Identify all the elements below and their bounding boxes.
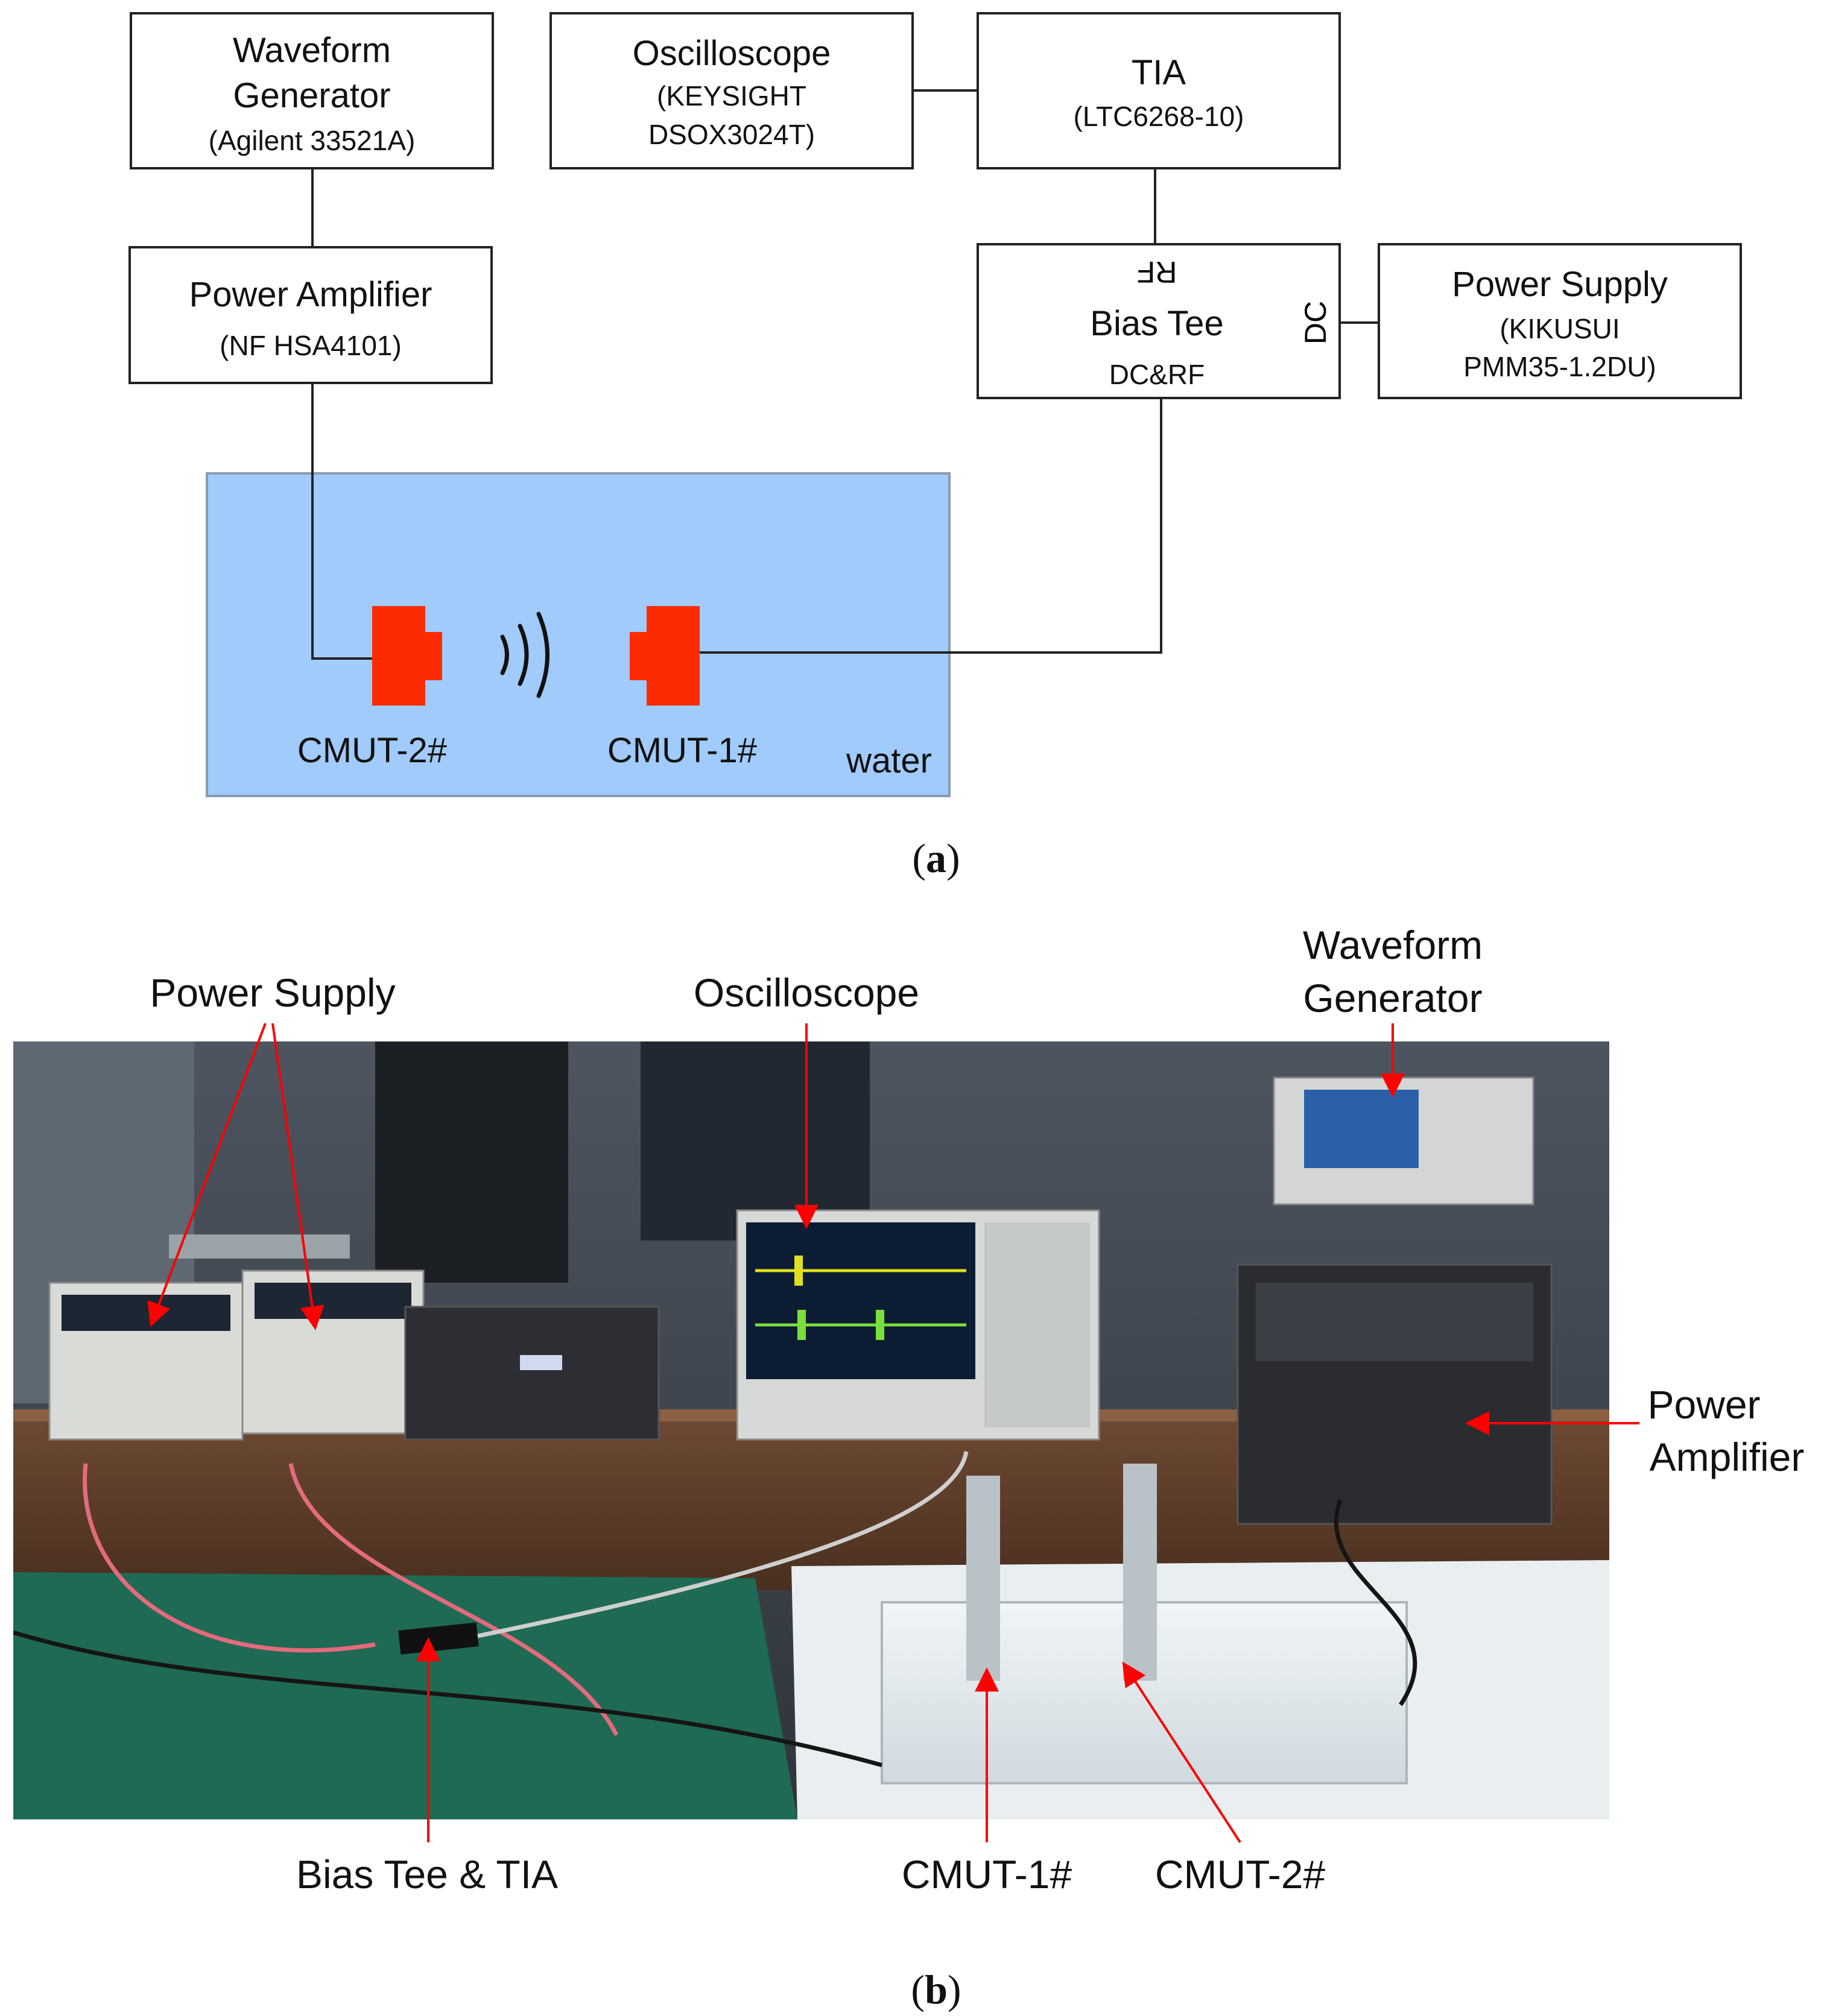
- photo-label-oscilloscope: Oscilloscope: [693, 970, 920, 1015]
- power-supply-box: [1378, 243, 1742, 399]
- cmut-1-transducer: [630, 606, 700, 706]
- caption-b: (b): [911, 1966, 961, 2014]
- photo-label-power-amp-2: Amplifier: [1649, 1435, 1805, 1479]
- oscilloscope-model-1: (KEYSIGHT: [657, 80, 806, 112]
- power-amplifier-model: (NF HSA4101): [220, 330, 402, 361]
- power-supply-model-2: PMM35-1.2DU): [1463, 351, 1656, 382]
- caption-a-open: (: [912, 835, 926, 881]
- cmut-1-label: CMUT-1#: [607, 731, 758, 770]
- bias-tee-dcrf-port: DC&RF: [1109, 359, 1205, 390]
- ultrasound-wave-icon: [500, 611, 549, 698]
- connection-wires: [311, 89, 1379, 660]
- bias-tee-dc-port: DC: [1299, 301, 1332, 344]
- oscilloscope-box: [549, 12, 914, 169]
- waveform-generator-model: (Agilent 33521A): [208, 125, 416, 156]
- power-amplifier-box: [128, 246, 493, 384]
- tia-title: TIA: [1131, 53, 1186, 92]
- caption-a-close: ): [946, 835, 960, 881]
- water-tank: [206, 472, 951, 797]
- tia-box: [977, 12, 1341, 169]
- caption-b-letter: b: [925, 1967, 948, 2012]
- power-supply-model-1: (KIKUSUI: [1499, 313, 1620, 344]
- bias-tee-title: Bias Tee: [1090, 304, 1224, 343]
- water-label: water: [846, 741, 932, 780]
- photo-label-waveform-2: Generator: [1303, 976, 1483, 1020]
- caption-a-letter: a: [926, 835, 946, 881]
- cables: [13, 1451, 1417, 1768]
- caption-b-close: ): [947, 1967, 961, 2012]
- waveform-generator-box: [130, 12, 494, 169]
- bias-tee-box: [977, 243, 1341, 399]
- caption-b-open: (: [911, 1967, 925, 2012]
- waveform-generator-title-2: Generator: [233, 76, 391, 115]
- cmut-2-label: CMUT-2#: [297, 731, 448, 770]
- oscilloscope-model-2: DSOX3024T): [648, 119, 815, 150]
- oscilloscope-title: Oscilloscope: [632, 34, 831, 73]
- block-diagram-frame: RF DC: [128, 12, 1742, 797]
- caption-a: (a): [912, 835, 960, 882]
- photo-label-bias-tee-tia: Bias Tee & TIA: [296, 1852, 559, 1897]
- cmut-2-transducer: [372, 606, 442, 706]
- photo-label-power-amp-1: Power: [1647, 1382, 1761, 1427]
- bias-tee-rf-port: RF: [1137, 255, 1177, 289]
- lab-setup-photo: [13, 1041, 1609, 1819]
- waveform-generator-title-1: Waveform: [232, 31, 391, 70]
- photo-label-cmut-2: CMUT-2#: [1154, 1852, 1326, 1897]
- photo-label-cmut-1: CMUT-1#: [901, 1852, 1072, 1897]
- tia-model: (LTC6268-10): [1073, 101, 1244, 132]
- photo-label-waveform-1: Waveform: [1302, 923, 1483, 967]
- power-amplifier-title: Power Amplifier: [189, 275, 432, 314]
- power-supply-title: Power Supply: [1452, 265, 1668, 304]
- photo-label-power-supply: Power Supply: [150, 970, 396, 1015]
